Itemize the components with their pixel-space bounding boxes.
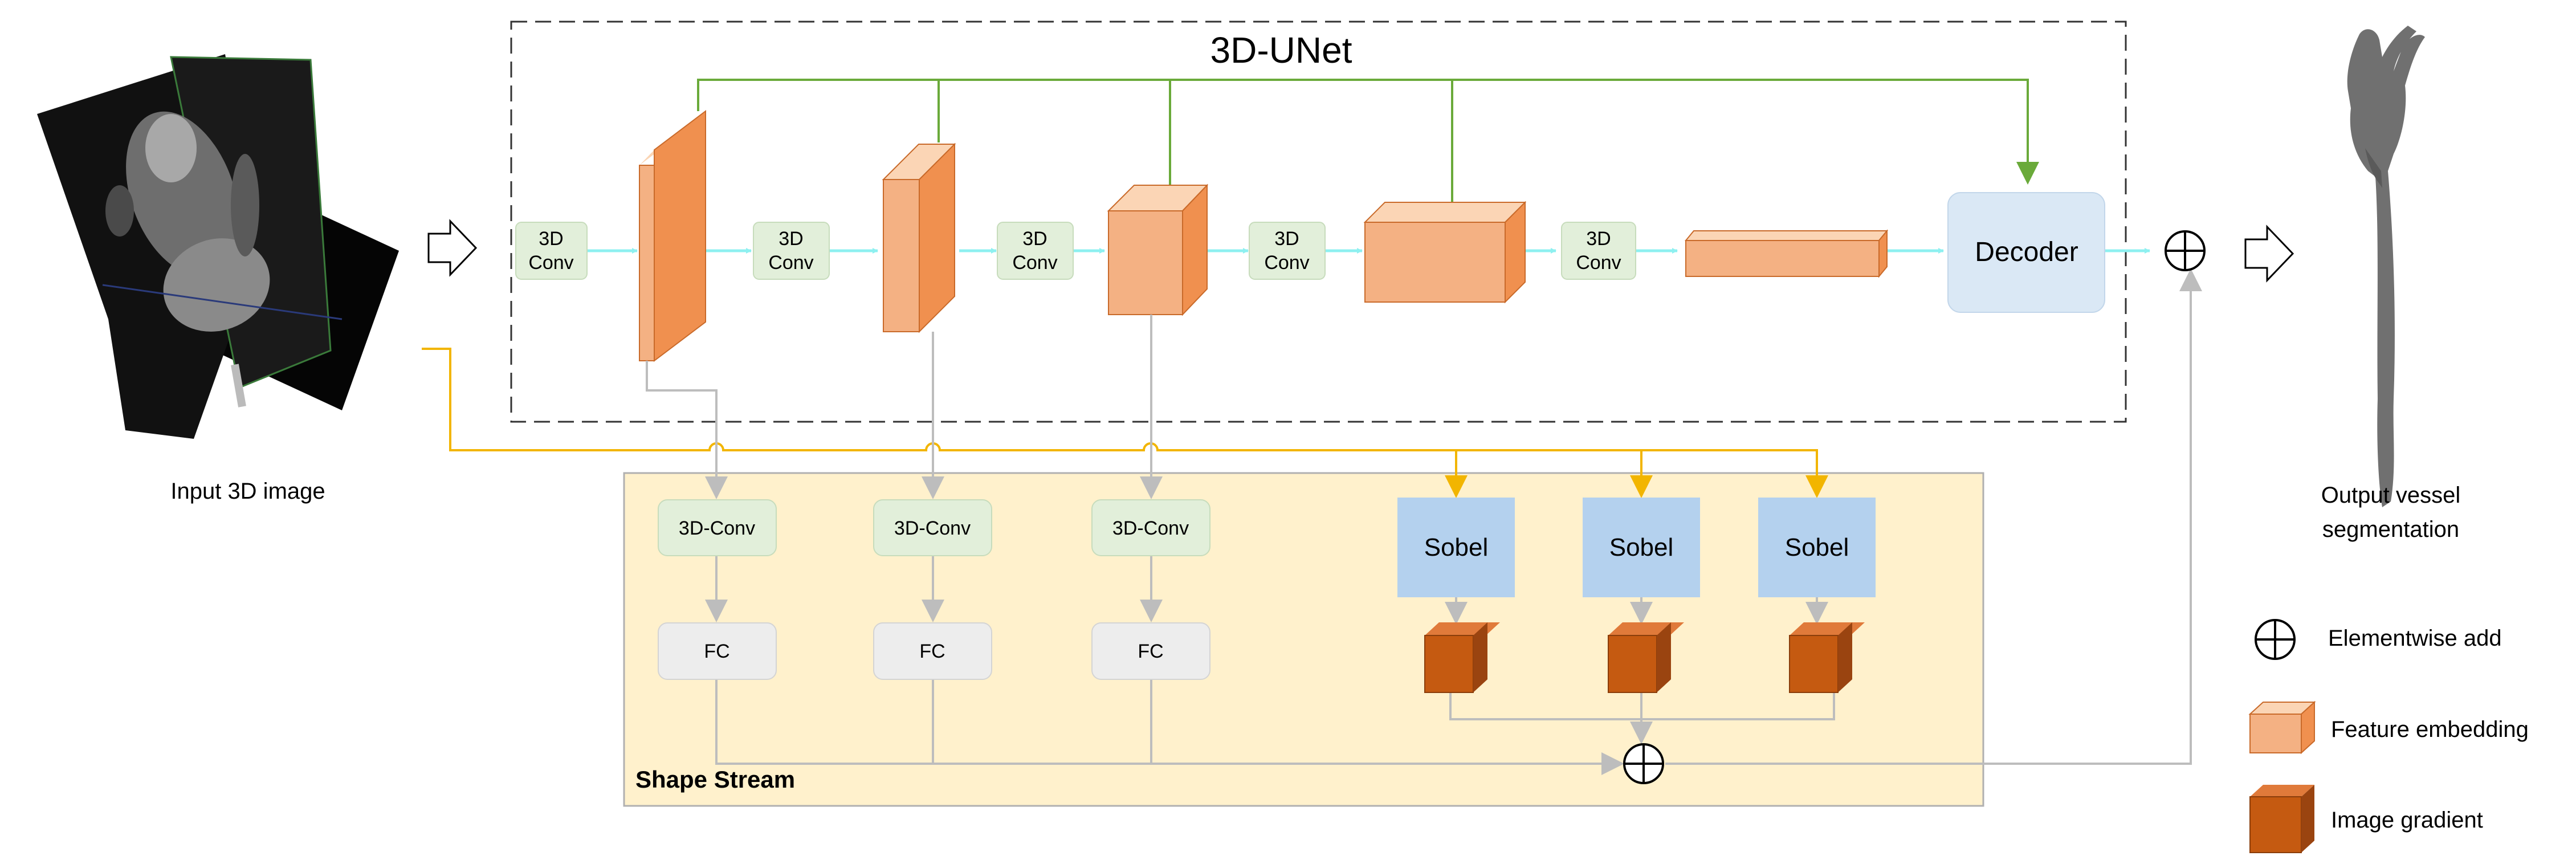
shape-conv-block: 3D-Conv [1091,499,1210,556]
output-label-line1: Output vessel [2321,483,2461,508]
feature-embedding-1 [639,109,706,362]
conv-block: 3D Conv [1249,222,1326,280]
feature-embedding-4 [1363,201,1527,304]
image-gradient-cube [1608,622,1684,693]
fc-block: FC [873,622,992,680]
svg-text:FC: FC [1138,641,1163,662]
input-arrow-icon [427,219,478,277]
sobel-block: Sobel [1397,498,1515,597]
svg-text:Conv: Conv [1264,252,1309,274]
svg-text:Conv: Conv [768,252,813,274]
legend-feature-icon [2248,700,2316,755]
feature-embedding-2 [882,142,956,333]
feature-embedding-5 [1684,229,1889,278]
output-vessel-image [2347,26,2425,507]
conv-block: 3D Conv [997,222,1074,280]
decoder-label: Decoder [1975,237,2078,267]
fc-block: FC [658,622,777,680]
legend-add-icon [2255,619,2296,660]
sobel-block: Sobel [1758,498,1876,597]
svg-text:3D: 3D [1274,228,1299,250]
image-gradient-cube [1789,622,1865,693]
unet-title: 3D-UNet [1210,30,1352,71]
legend-gradient-icon [2249,785,2314,853]
input-ct-volume [37,54,399,439]
skip-connections [697,79,2039,202]
output-arrow-icon [2244,225,2294,283]
conv-block: 3D Conv [1561,222,1636,280]
shape-conv-block: 3D-Conv [873,499,992,556]
decoder-block [1947,192,2105,313]
svg-text:3D-Conv: 3D-Conv [894,517,971,539]
legend-gradient-label: Image gradient [2331,808,2483,833]
legend-feature-label: Feature embedding [2331,717,2529,742]
elementwise-add-icon [1623,743,1664,784]
elementwise-add-icon [2165,230,2206,271]
legend: Elementwise add Feature embedding Image … [2248,619,2529,853]
shape-conv-block: 3D-Conv [658,499,777,556]
shape-stream-label: Shape Stream [635,766,795,793]
legend-add-label: Elementwise add [2328,626,2502,651]
svg-text:Sobel: Sobel [1424,533,1489,561]
svg-text:Sobel: Sobel [1785,533,1849,561]
svg-text:3D: 3D [539,228,563,250]
svg-text:Conv: Conv [1012,252,1057,274]
shape-stream-connections [646,268,2202,775]
svg-text:Conv: Conv [1576,252,1621,274]
svg-text:FC: FC [704,641,729,662]
svg-text:Sobel: Sobel [1609,533,1674,561]
svg-text:3D: 3D [1586,228,1611,250]
svg-text:FC: FC [919,641,945,662]
feature-embedding-3 [1107,184,1209,316]
sobel-block: Sobel [1583,498,1700,597]
svg-text:3D: 3D [1022,228,1047,250]
svg-text:Conv: Conv [528,252,573,274]
image-gradient-cube [1424,622,1500,693]
svg-text:3D: 3D [778,228,803,250]
conv-block: 3D Conv [753,222,830,280]
input-label: Input 3D image [170,479,325,504]
svg-text:3D-Conv: 3D-Conv [1112,517,1189,539]
shape-stream-panel [623,472,1984,807]
output-label-line2: segmentation [2322,517,2459,542]
svg-text:3D-Conv: 3D-Conv [679,517,755,539]
conv-block: 3D Conv [515,222,588,280]
fc-block: FC [1091,622,1210,680]
